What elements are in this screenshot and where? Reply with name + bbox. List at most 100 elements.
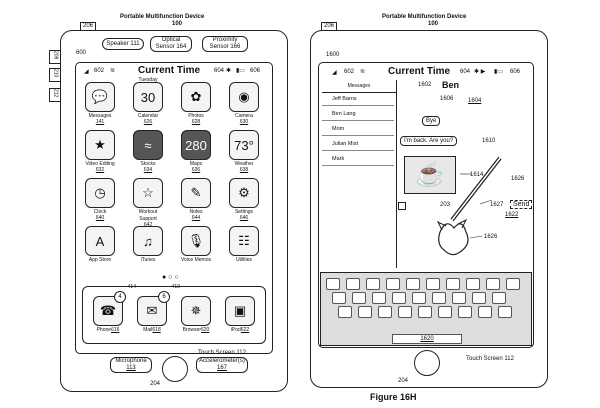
keyboard-key[interactable] bbox=[372, 292, 386, 304]
keyboard-key[interactable] bbox=[406, 278, 420, 290]
contact-item[interactable]: Mark bbox=[322, 152, 394, 166]
badge-ref-number: 414 bbox=[127, 284, 136, 290]
keyboard-key[interactable] bbox=[378, 306, 392, 318]
app-label: Workout bbox=[138, 209, 158, 215]
right-ref-1600: 1600 bbox=[326, 52, 340, 58]
left-current-time: Current Time bbox=[138, 65, 201, 76]
right-battery-icon: ▮▭ bbox=[494, 69, 503, 75]
keyboard-key[interactable] bbox=[426, 278, 440, 290]
right-ref-1614: 1614 bbox=[470, 172, 484, 178]
right-bluetooth-icon: ✱ ▶ bbox=[474, 69, 486, 75]
contact-item[interactable]: Mom bbox=[322, 122, 394, 136]
right-ref-1606: 1606 bbox=[440, 96, 454, 102]
contact-item[interactable]: Ben Lang bbox=[322, 107, 394, 121]
cat-ears bbox=[436, 218, 468, 231]
app-label: Messages bbox=[88, 113, 112, 119]
space-bar[interactable]: 1620 bbox=[392, 334, 462, 344]
stocks-icon: ≈ bbox=[133, 130, 163, 160]
keyboard-key[interactable] bbox=[452, 292, 466, 304]
keyboard-key[interactable] bbox=[398, 306, 412, 318]
keyboard-key[interactable] bbox=[326, 278, 340, 290]
keyboard-key[interactable] bbox=[346, 278, 360, 290]
keyboard-key[interactable] bbox=[478, 306, 492, 318]
app-ref-number: 644 bbox=[191, 215, 201, 221]
keyboard-key[interactable] bbox=[352, 292, 366, 304]
keyboard-key[interactable] bbox=[392, 292, 406, 304]
app-label: Notes bbox=[189, 209, 203, 215]
keyboard-key[interactable] bbox=[332, 292, 346, 304]
dock-app-ref: 620 bbox=[201, 327, 210, 333]
app-ref-number: 141 bbox=[95, 119, 105, 125]
utilities-icon: ☷ bbox=[229, 226, 259, 256]
photos-icon: ✿ bbox=[181, 82, 211, 112]
app-label: Maps bbox=[189, 161, 203, 167]
maps-icon: 280 bbox=[181, 130, 211, 160]
keyboard-key[interactable] bbox=[486, 278, 500, 290]
keyboard-key[interactable] bbox=[412, 292, 426, 304]
left-status-606: 606 bbox=[250, 68, 261, 74]
keyboard-key[interactable] bbox=[366, 278, 380, 290]
send-button[interactable]: Send bbox=[510, 200, 533, 209]
right-status-602: 602 bbox=[344, 69, 355, 75]
app-label: Settings bbox=[234, 209, 254, 215]
dock-app-label: Mail618 bbox=[132, 327, 172, 333]
right-device-number: 100 bbox=[428, 21, 439, 27]
dock-app-ipod[interactable]: ▣iPod622 bbox=[220, 296, 260, 333]
keyboard-key[interactable] bbox=[458, 306, 472, 318]
app-voice-memos[interactable]: 🎙Voice Memos bbox=[176, 226, 216, 263]
app-utilities[interactable]: ☷Utilities bbox=[224, 226, 264, 263]
app-label: Voice Memos bbox=[180, 257, 211, 263]
dock-app-browser[interactable]: ✵Browser620 bbox=[176, 296, 216, 333]
left-home-button[interactable] bbox=[162, 356, 188, 382]
keyboard-key[interactable] bbox=[358, 306, 372, 318]
right-ref-1626a: 1626 bbox=[511, 176, 525, 182]
message-bubble-back: I'm back. Are you? bbox=[400, 136, 458, 146]
keyboard-key[interactable] bbox=[446, 278, 460, 290]
keyboard-key[interactable] bbox=[498, 306, 512, 318]
stylus-highlight bbox=[451, 157, 501, 221]
keyboard-key[interactable] bbox=[506, 278, 520, 290]
keyboard-key[interactable] bbox=[386, 278, 400, 290]
app-ref-number: 626 bbox=[143, 119, 153, 125]
contact-item[interactable]: Julian Mist bbox=[322, 137, 394, 151]
contact-item[interactable]: Jeff Barns bbox=[322, 92, 394, 106]
left-status-602: 602 bbox=[94, 68, 105, 74]
video-editing-icon: ★ bbox=[85, 130, 115, 160]
right-ref-1626b: 1626 bbox=[484, 234, 498, 240]
keyboard-key[interactable] bbox=[418, 306, 432, 318]
message-bubble-bye: Bye bbox=[422, 116, 441, 126]
keyboard-key[interactable] bbox=[338, 306, 352, 318]
right-home-button[interactable] bbox=[414, 350, 440, 376]
app-ref-number: 630 bbox=[239, 119, 249, 125]
keyboard-key[interactable] bbox=[466, 278, 480, 290]
messages-header: Messages bbox=[322, 80, 396, 93]
keyboard-key[interactable] bbox=[492, 292, 506, 304]
keyboard-key[interactable] bbox=[438, 306, 452, 318]
app-label: Utilities bbox=[235, 257, 253, 263]
right-device-title: Portable Multifunction Device bbox=[382, 14, 467, 20]
keyboard-key[interactable] bbox=[432, 292, 446, 304]
badge-ref-number: 410 bbox=[171, 284, 180, 290]
camera-attach-icon[interactable] bbox=[398, 202, 406, 210]
app-ref-number: 646 bbox=[239, 215, 249, 221]
app-itunes[interactable]: ♫iTunes bbox=[128, 226, 168, 263]
keyboard-key[interactable] bbox=[472, 292, 486, 304]
notification-badge: 4 bbox=[114, 291, 126, 303]
